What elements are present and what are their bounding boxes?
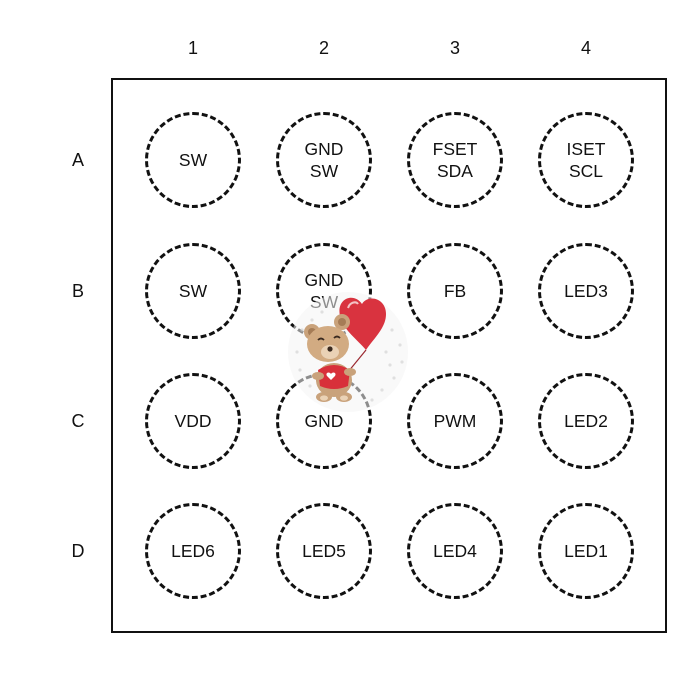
pin-label: LED1 [564,541,608,561]
pin-label: VDD [174,411,212,431]
pin-label: LED4 [433,541,477,561]
row-label-D: D [71,541,85,561]
column-label-2: 2 [318,38,329,58]
pin-label: FB [443,281,467,301]
pin-D1: LED6 [145,503,241,599]
column-label-4: 4 [580,38,591,58]
pin-B1: SW [145,243,241,339]
teddy-bear-sticker-icon [288,292,408,412]
pin-B4: LED3 [538,243,634,339]
pin-label: SW [178,150,208,170]
pin-label: GND [304,139,344,159]
pin-label: PWM [433,411,477,431]
pin-label: SW [309,161,339,181]
pin-label: FSET [432,139,478,159]
column-label-3: 3 [449,38,460,58]
pin-D4: LED1 [538,503,634,599]
pin-label: SW [178,281,208,301]
pin-C1: VDD [145,373,241,469]
row-label-C: C [71,411,85,431]
pin-B3: FB [407,243,503,339]
pin-label: SCL [568,161,604,181]
pin-C3: PWM [407,373,503,469]
column-label-1: 1 [187,38,198,58]
pin-A1: SW [145,112,241,208]
pin-label: LED6 [171,541,215,561]
pin-label: GND [304,270,344,290]
pin-label: LED5 [302,541,346,561]
pin-D2: LED5 [276,503,372,599]
pin-D3: LED4 [407,503,503,599]
package-outline [111,78,667,633]
pin-label: ISET [566,139,606,159]
pin-label: LED3 [564,281,608,301]
row-label-B: B [71,281,84,301]
pin-label: SDA [437,161,473,181]
pin-C4: LED2 [538,373,634,469]
pin-label: LED2 [564,411,608,431]
row-label-A: A [71,150,84,170]
pin-label: GND [304,411,344,431]
